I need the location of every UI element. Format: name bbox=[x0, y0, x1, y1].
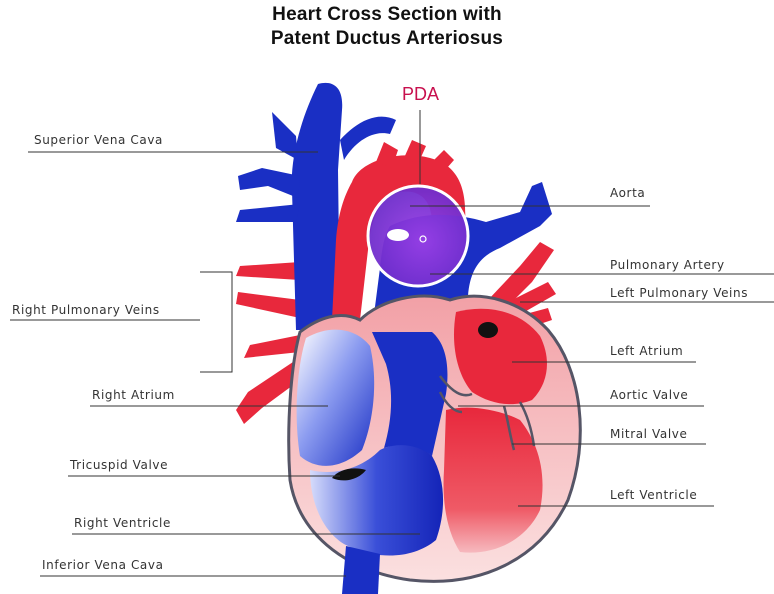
label-right-ventricle: Right Ventricle bbox=[74, 516, 171, 530]
label-left-pulmonary-veins: Left Pulmonary Veins bbox=[610, 286, 748, 300]
label-right-atrium: Right Atrium bbox=[92, 388, 175, 402]
label-tricuspid-valve: Tricuspid Valve bbox=[70, 458, 168, 472]
label-right-pulmonary-veins: Right Pulmonary Veins bbox=[12, 303, 160, 317]
label-aortic-valve: Aortic Valve bbox=[610, 388, 688, 402]
inferior-vena-cava bbox=[342, 546, 380, 594]
label-superior-vena-cava: Superior Vena Cava bbox=[34, 133, 163, 147]
right-atrium bbox=[297, 330, 375, 466]
label-aorta: Aorta bbox=[610, 186, 645, 200]
label-mitral-valve: Mitral Valve bbox=[610, 427, 687, 441]
label-left-ventricle: Left Ventricle bbox=[610, 488, 697, 502]
pda-region bbox=[368, 186, 468, 286]
label-inferior-vena-cava: Inferior Vena Cava bbox=[42, 558, 164, 572]
label-pulmonary-artery: Pulmonary Artery bbox=[610, 258, 725, 272]
label-left-atrium: Left Atrium bbox=[610, 344, 683, 358]
pda-callout: PDA bbox=[402, 84, 439, 105]
